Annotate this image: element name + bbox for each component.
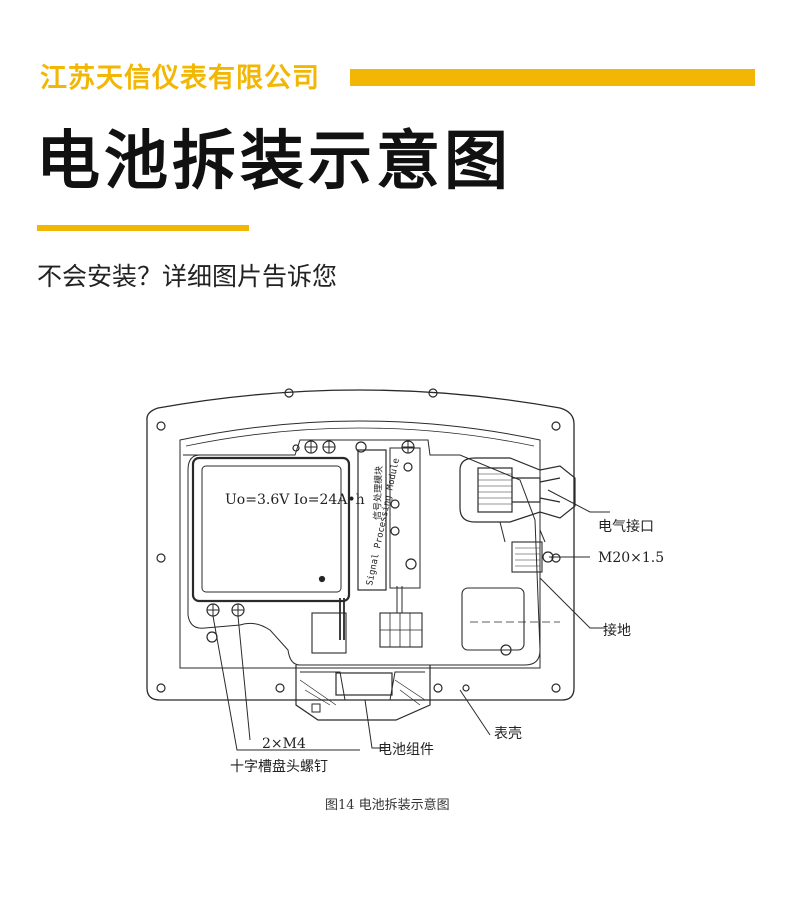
housing-outer: [146, 389, 575, 701]
page-title: 电池拆装示意图: [36, 125, 512, 199]
label-housing: 表壳: [494, 725, 522, 742]
title-underline: [37, 225, 249, 231]
label-screw-type: 十字槽盘头螺钉: [230, 758, 328, 775]
label-screw-count: 2×M4: [262, 736, 306, 752]
label-battery-assembly: 电池组件: [378, 742, 434, 758]
company-accent-bar: [350, 69, 755, 86]
inner-chamber: [183, 439, 541, 666]
label-electrical-port: 电气接口: [598, 518, 654, 535]
battery-spec: Uo=3.6V Io=24A•h: [225, 492, 365, 508]
page-subtitle: 不会安装？详细图片告诉您: [37, 262, 338, 291]
electrical-port: [459, 457, 576, 573]
battery-block: [191, 456, 351, 603]
label-thread: M20×1.5: [598, 550, 664, 566]
label-ground: 接地: [603, 622, 631, 639]
module-text-cn: 信号处理模块: [371, 466, 385, 520]
figure-caption: 图14 电池拆装示意图: [325, 797, 450, 813]
company-name: 江苏天信仪表有限公司: [40, 63, 320, 94]
housing-screws: [156, 388, 561, 693]
signal-module: [357, 449, 387, 591]
lower-compartment: [461, 587, 525, 651]
housing-inner: [179, 420, 541, 669]
battery-cap: [295, 665, 431, 721]
housing-inner-2: [185, 427, 535, 447]
